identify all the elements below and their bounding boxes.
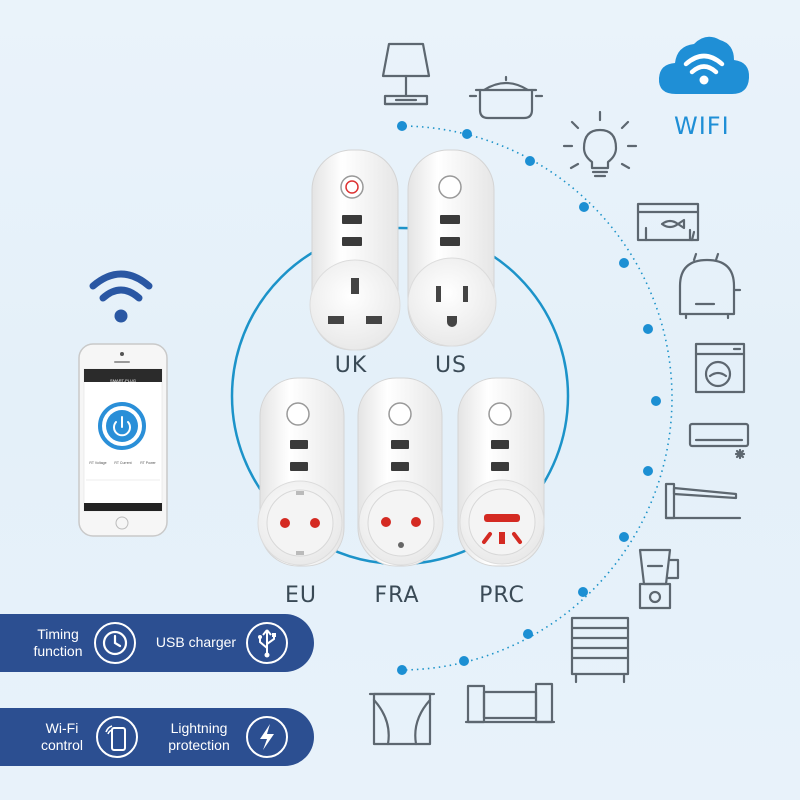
phone-stat-voltage: RT Voltage (89, 461, 107, 465)
plug-label-uk: UK (334, 353, 368, 378)
gate-barrier-icon (664, 482, 742, 520)
arc-dots (397, 121, 661, 675)
wifi-label: WIFI (674, 112, 730, 140)
plug-eu (257, 377, 345, 567)
sliding-gate-icon (464, 682, 556, 724)
plug-us (407, 149, 497, 347)
feature-label-usb: USB charger (155, 634, 237, 650)
wifi-signal-icon (89, 270, 153, 323)
plug-label-fra: FRA (374, 583, 420, 608)
plug-fra (357, 377, 444, 567)
plug-label-eu: EU (284, 583, 317, 608)
shutter-icon (570, 616, 630, 684)
blender-icon (638, 548, 680, 610)
toaster-icon (678, 252, 742, 320)
phone-wifi-icon (96, 716, 138, 758)
plug-label-us: US (434, 353, 468, 378)
plug-prc (457, 377, 545, 567)
air-conditioner-icon (688, 422, 750, 460)
plug-uk (309, 149, 401, 351)
phone-app-title: SMART-PLUG (110, 378, 136, 383)
bulb-icon (562, 110, 638, 178)
usb-icon (246, 622, 288, 664)
aquarium-icon (636, 202, 700, 242)
lightning-icon (246, 716, 288, 758)
clock-icon (94, 622, 136, 664)
curtain-icon (368, 692, 436, 746)
lamp-icon (381, 42, 431, 106)
phone-stat-power: RT Power (140, 461, 156, 465)
cloud-wifi-icon (658, 36, 750, 94)
pot-icon (468, 75, 544, 120)
smartphone (78, 343, 168, 537)
phone-stat-current: RT Current (114, 461, 132, 465)
washing-machine-icon (694, 342, 746, 394)
plug-label-prc: PRC (479, 583, 525, 608)
